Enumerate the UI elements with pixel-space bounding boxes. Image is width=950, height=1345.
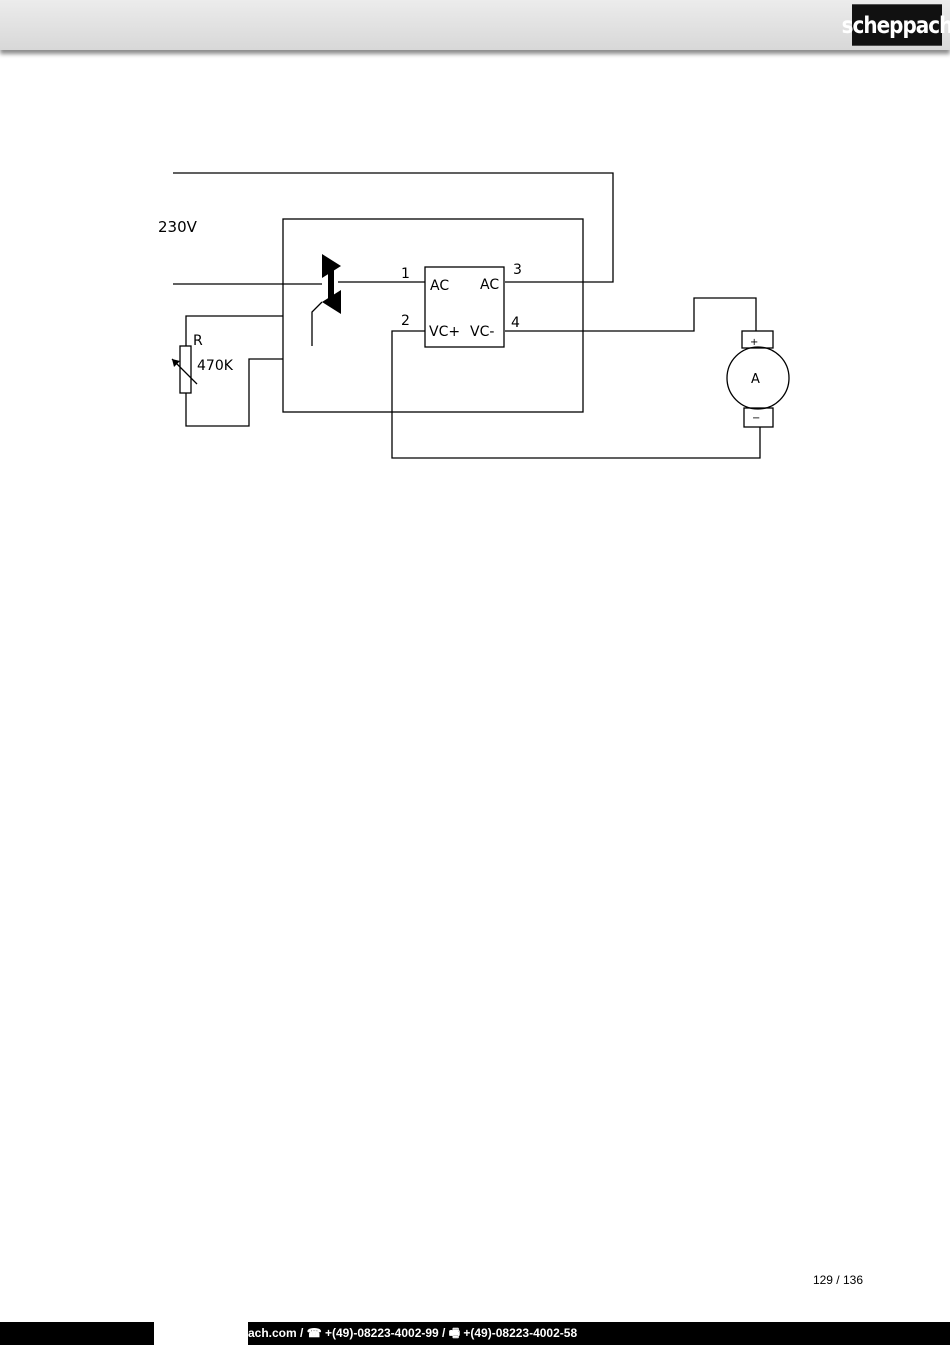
pin-1-label: 1 bbox=[401, 266, 410, 282]
resistor-label: R bbox=[193, 333, 203, 349]
page-number: 129 / 136 bbox=[812, 1273, 863, 1287]
ac-right-label: AC bbox=[480, 277, 499, 293]
controller-box bbox=[282, 218, 584, 413]
wire-pin-4 bbox=[505, 297, 757, 332]
vc-plus-label: VC+ bbox=[429, 324, 460, 340]
meter-label: A bbox=[751, 372, 760, 387]
footer-contact: ach.com / ☎ +(49)-08223-4002-99 / 🖷 +(49… bbox=[248, 1322, 796, 1345]
resistor-arrow-head bbox=[172, 359, 180, 367]
ac-left-label: AC bbox=[430, 278, 449, 294]
vc-minus-label: VC- bbox=[470, 324, 494, 340]
triac-gate bbox=[311, 301, 323, 346]
meter-plus-label: + bbox=[750, 337, 758, 348]
relay-module bbox=[424, 266, 505, 348]
ammeter bbox=[726, 346, 790, 410]
footer-bar: ach.com / ☎ +(49)-08223-4002-99 / 🖷 +(49… bbox=[0, 1322, 950, 1345]
resistor-value: 470K bbox=[197, 358, 234, 374]
supply-voltage-label: 230V bbox=[158, 218, 198, 236]
pin-2-label: 2 bbox=[401, 313, 410, 329]
pin-4-label: 4 bbox=[511, 315, 520, 331]
brand-logo: scheppach bbox=[842, 4, 950, 46]
wire-resistor-bottom bbox=[185, 358, 283, 427]
wire-pin-2 bbox=[391, 330, 761, 459]
meter-minus-terminal bbox=[743, 407, 774, 428]
meter-minus-label: − bbox=[752, 413, 760, 424]
header-bar: scheppach bbox=[0, 0, 950, 50]
triac-bar bbox=[328, 264, 334, 304]
pin-3-label: 3 bbox=[513, 262, 522, 278]
wire-top-supply bbox=[173, 172, 614, 283]
footer-gap bbox=[154, 1322, 248, 1345]
footer-contact-text: ach.com / ☎ +(49)-08223-4002-99 / 🖷 +(49… bbox=[248, 1326, 578, 1340]
meter-plus-terminal bbox=[741, 330, 774, 349]
wire-resistor-top bbox=[185, 315, 283, 346]
circuit-diagram: 230V R 470K 1 2 3 4 AC AC VC+ VC- A + − bbox=[158, 172, 790, 459]
